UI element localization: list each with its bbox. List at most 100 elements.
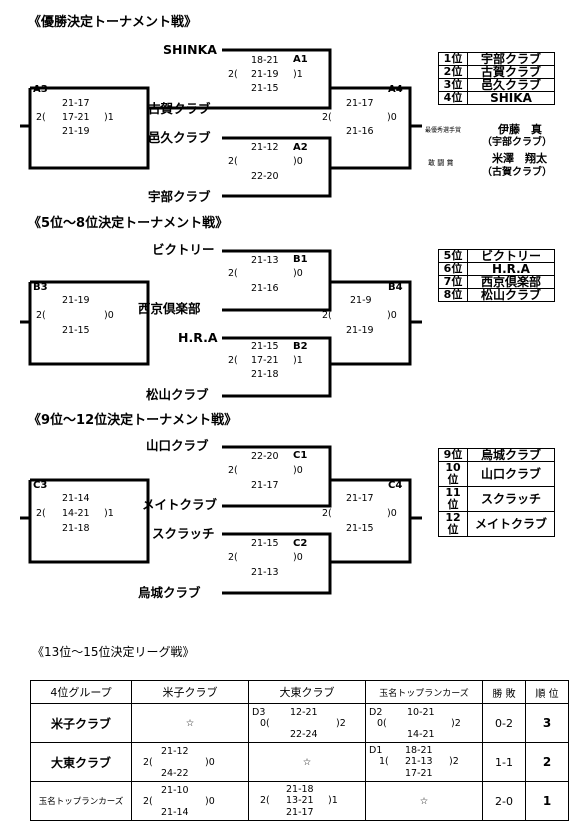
team-yamaguchi: 山口クラブ xyxy=(146,438,209,453)
award-fighting-name: 米澤 翔太 xyxy=(492,152,547,165)
a2-lost: )0 xyxy=(293,156,303,167)
league-team-name: 大東クラブ xyxy=(30,742,132,782)
set2: 21-13 xyxy=(405,756,433,767)
rank-place: 12位 xyxy=(438,511,468,537)
c3-won: 2( xyxy=(36,508,46,519)
league-table: 4位グループ 米子クラブ 大東クラブ 玉名トップランカーズ 勝 敗 順 位 米子… xyxy=(30,680,569,821)
set3: 21-17 xyxy=(286,807,314,818)
b1-set2: 21-16 xyxy=(251,283,279,294)
section-title-final: 《優勝決定トーナメント戦》 xyxy=(28,15,198,30)
rank-team: 西京倶楽部 xyxy=(467,275,555,289)
b3-set2: 21-15 xyxy=(62,325,90,336)
league-self-cell: ☆ xyxy=(248,742,366,782)
rank-row: 3位邑久クラブ xyxy=(438,78,555,92)
set1: 18-21 xyxy=(405,745,433,756)
b2-set2: 17-21 xyxy=(251,355,279,366)
match-code-b4: B4 xyxy=(388,282,403,293)
a2-set1: 21-12 xyxy=(251,142,279,153)
league-result-cell: 21-12 2( )0 24-22 xyxy=(131,742,249,782)
header-group: 4位グループ xyxy=(30,680,132,704)
header-tamana: 玉名トップランカーズ xyxy=(365,680,483,704)
a4-won: 2( xyxy=(322,112,332,123)
rank-team: SHIKA xyxy=(467,91,555,105)
match-code: D3 xyxy=(252,707,266,718)
league-rank: 1 xyxy=(525,781,569,821)
b3-won: 2( xyxy=(36,310,46,321)
match-code-b3: B3 xyxy=(33,282,48,293)
team-ujo: 烏城クラブ xyxy=(138,585,201,600)
rank-row: 9位烏城クラブ xyxy=(438,448,555,462)
league-result-cell: 21-18 2( 13-21 )1 21-17 xyxy=(248,781,366,821)
set2: 24-22 xyxy=(161,768,189,779)
sets-left: 0( xyxy=(377,718,387,729)
b3-lost: )0 xyxy=(104,310,114,321)
match-code-a1: A1 xyxy=(293,54,308,65)
rank-place: 3位 xyxy=(438,78,468,92)
team-matsuyama: 松山クラブ xyxy=(146,387,209,402)
c2-set2: 21-13 xyxy=(251,567,279,578)
league-result-cell: 21-10 2( )0 21-14 xyxy=(131,781,249,821)
a2-set2: 22-20 xyxy=(251,171,279,182)
league-row: 大東クラブ 21-12 2( )0 24-22 ☆ D1 18-21 1( 21… xyxy=(30,742,569,782)
set3: 17-21 xyxy=(405,768,433,779)
sets-left: 2( xyxy=(143,757,153,768)
c3-set3: 21-18 xyxy=(62,523,90,534)
c4-set1: 21-17 xyxy=(346,493,374,504)
match-code-c4: C4 xyxy=(388,480,403,491)
set1: 12-21 xyxy=(290,707,318,718)
a1-won: 2( xyxy=(228,69,238,80)
a3-set3: 21-19 xyxy=(62,126,90,137)
b2-set1: 21-15 xyxy=(251,341,279,352)
a3-set1: 21-17 xyxy=(62,98,90,109)
league-row: 米子クラブ ☆ D3 12-21 0( )2 22-24 D2 10-21 0(… xyxy=(30,703,569,743)
match-code-c3: C3 xyxy=(33,480,48,491)
league-header-row: 4位グループ 米子クラブ 大東クラブ 玉名トップランカーズ 勝 敗 順 位 xyxy=(30,680,569,704)
rank-place: 11位 xyxy=(438,486,468,512)
league-record: 1-1 xyxy=(482,742,526,782)
match-code-b2: B2 xyxy=(293,341,308,352)
match-code-b1: B1 xyxy=(293,254,308,265)
rank-team: 山口クラブ xyxy=(467,461,555,487)
set1: 21-18 xyxy=(286,784,314,795)
rank-place: 8位 xyxy=(438,288,468,302)
rank-place: 2位 xyxy=(438,65,468,79)
rank-row: 5位ビクトリー xyxy=(438,249,555,263)
set1: 21-10 xyxy=(161,785,189,796)
rank-team: 烏城クラブ xyxy=(467,448,555,462)
team-shinka: SHINKA xyxy=(163,42,217,57)
rank-place: 4位 xyxy=(438,91,468,105)
header-daito: 大東クラブ xyxy=(248,680,366,704)
award-mvp-name: 伊藤 真 xyxy=(498,123,542,136)
a1-set2: 21-19 xyxy=(251,69,279,80)
rank-place: 9位 xyxy=(438,448,468,462)
set1: 10-21 xyxy=(407,707,435,718)
header-rank: 順 位 xyxy=(525,680,569,704)
header-yonago: 米子クラブ xyxy=(131,680,249,704)
section-title-5-8: 《5位～8位決定トーナメント戦》 xyxy=(28,216,229,231)
match-code-c2: C2 xyxy=(293,538,308,549)
sets-right: )1 xyxy=(328,795,338,806)
team-victory: ビクトリー xyxy=(152,242,215,257)
team-koga: 古賀クラブ xyxy=(148,101,211,116)
rank-team: 松山クラブ xyxy=(467,288,555,302)
league-result-cell: D2 10-21 0( )2 14-21 xyxy=(365,703,483,743)
rank-team: H.R.A xyxy=(467,262,555,276)
league-record: 2-0 xyxy=(482,781,526,821)
b4-won: 2( xyxy=(322,310,332,321)
rank-place: 6位 xyxy=(438,262,468,276)
match-code: D2 xyxy=(369,707,383,718)
c2-lost: )0 xyxy=(293,552,303,563)
set1: 21-12 xyxy=(161,746,189,757)
c4-set2: 21-15 xyxy=(346,523,374,534)
set2: 22-24 xyxy=(290,729,318,740)
a3-set2: 17-21 xyxy=(62,112,90,123)
league-row: 玉名トップランカーズ 21-10 2( )0 21-14 21-18 2( 13… xyxy=(30,781,569,821)
c1-won: 2( xyxy=(228,465,238,476)
c1-lost: )0 xyxy=(293,465,303,476)
b1-won: 2( xyxy=(228,268,238,279)
rank-team: 古賀クラブ xyxy=(467,65,555,79)
award-mvp-team: （宇部クラブ） xyxy=(482,137,552,148)
